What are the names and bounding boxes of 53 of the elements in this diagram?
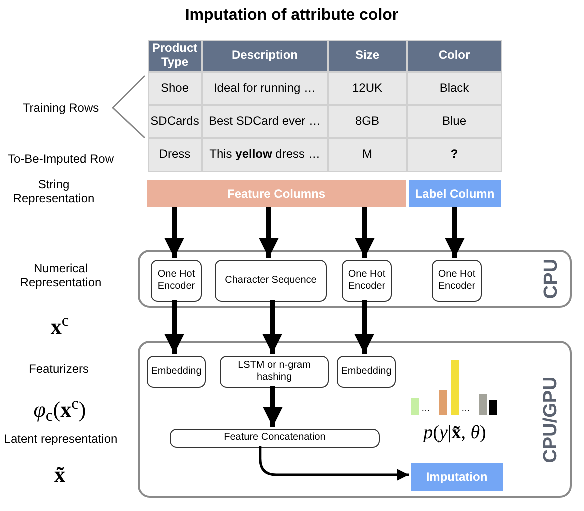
table-cell: SDCards	[148, 105, 202, 138]
table-cell: Best SDCard ever …	[202, 105, 328, 138]
row-label: Training Rows	[22, 100, 100, 116]
table-cell: This yellow dress …	[202, 138, 328, 172]
table-cell: Ideal for running …	[202, 72, 328, 105]
arrow	[164, 207, 184, 258]
table-cell: Dress	[148, 138, 202, 172]
table-cell: ?	[407, 138, 502, 172]
arrow	[259, 446, 409, 481]
arrow	[445, 207, 465, 258]
math-formula: x̃	[54, 462, 66, 488]
table-cell: 12UK	[328, 72, 407, 105]
row-label: Latent representation	[3, 432, 119, 446]
table-cell: Shoe	[148, 72, 202, 105]
row-label: To-Be-Imputed Row	[6, 152, 116, 166]
panel-label: CPU	[540, 258, 563, 300]
label-box: Label Column	[409, 180, 501, 207]
label-box: Imputation	[411, 463, 503, 491]
feature-columns-bar: Feature Columns	[147, 180, 406, 207]
title: Imputation of attribute color	[184, 6, 400, 26]
math-formula: φ$_{c}$(x$^{c}$)	[32, 396, 88, 424]
arrow	[354, 300, 374, 354]
column-header: Description	[202, 40, 328, 72]
math-formula: x$^{c}$	[50, 314, 70, 340]
arrow	[355, 207, 375, 258]
row-label: Numerical Representation	[19, 262, 103, 290]
process-box: Embedding	[337, 356, 396, 388]
process-box: LSTM or n-gram hashing	[220, 356, 329, 388]
process-box: One Hot Encoder	[342, 260, 392, 302]
arrow	[164, 300, 184, 354]
column-header: Color	[407, 40, 502, 72]
group-panel	[138, 341, 572, 498]
table-cell: Black	[407, 72, 502, 105]
ellipsis: …	[420, 404, 432, 414]
group-panel	[138, 250, 572, 308]
table-cell: Blue	[407, 105, 502, 138]
process-box: One Hot Encoder	[151, 260, 202, 302]
process-box: Feature Concatenation	[170, 429, 380, 448]
arrow	[263, 386, 283, 427]
panel-label: CPU/GPU	[540, 376, 563, 463]
arrow	[262, 300, 282, 354]
arrow	[259, 207, 279, 258]
math-formula: p(y|x̃, θ)	[422, 422, 488, 446]
row-label: Featurizers	[28, 362, 90, 376]
table-cell: 8GB	[328, 105, 407, 138]
column-header: Size	[328, 40, 407, 72]
process-box: One Hot Encoder	[432, 260, 482, 302]
table-cell: M	[328, 138, 407, 172]
row-label: String Representation	[12, 178, 96, 206]
ellipsis: …	[460, 404, 472, 414]
process-box: Character Sequence	[215, 260, 327, 302]
process-box: Embedding	[147, 356, 206, 388]
column-header: Product Type	[148, 40, 202, 72]
